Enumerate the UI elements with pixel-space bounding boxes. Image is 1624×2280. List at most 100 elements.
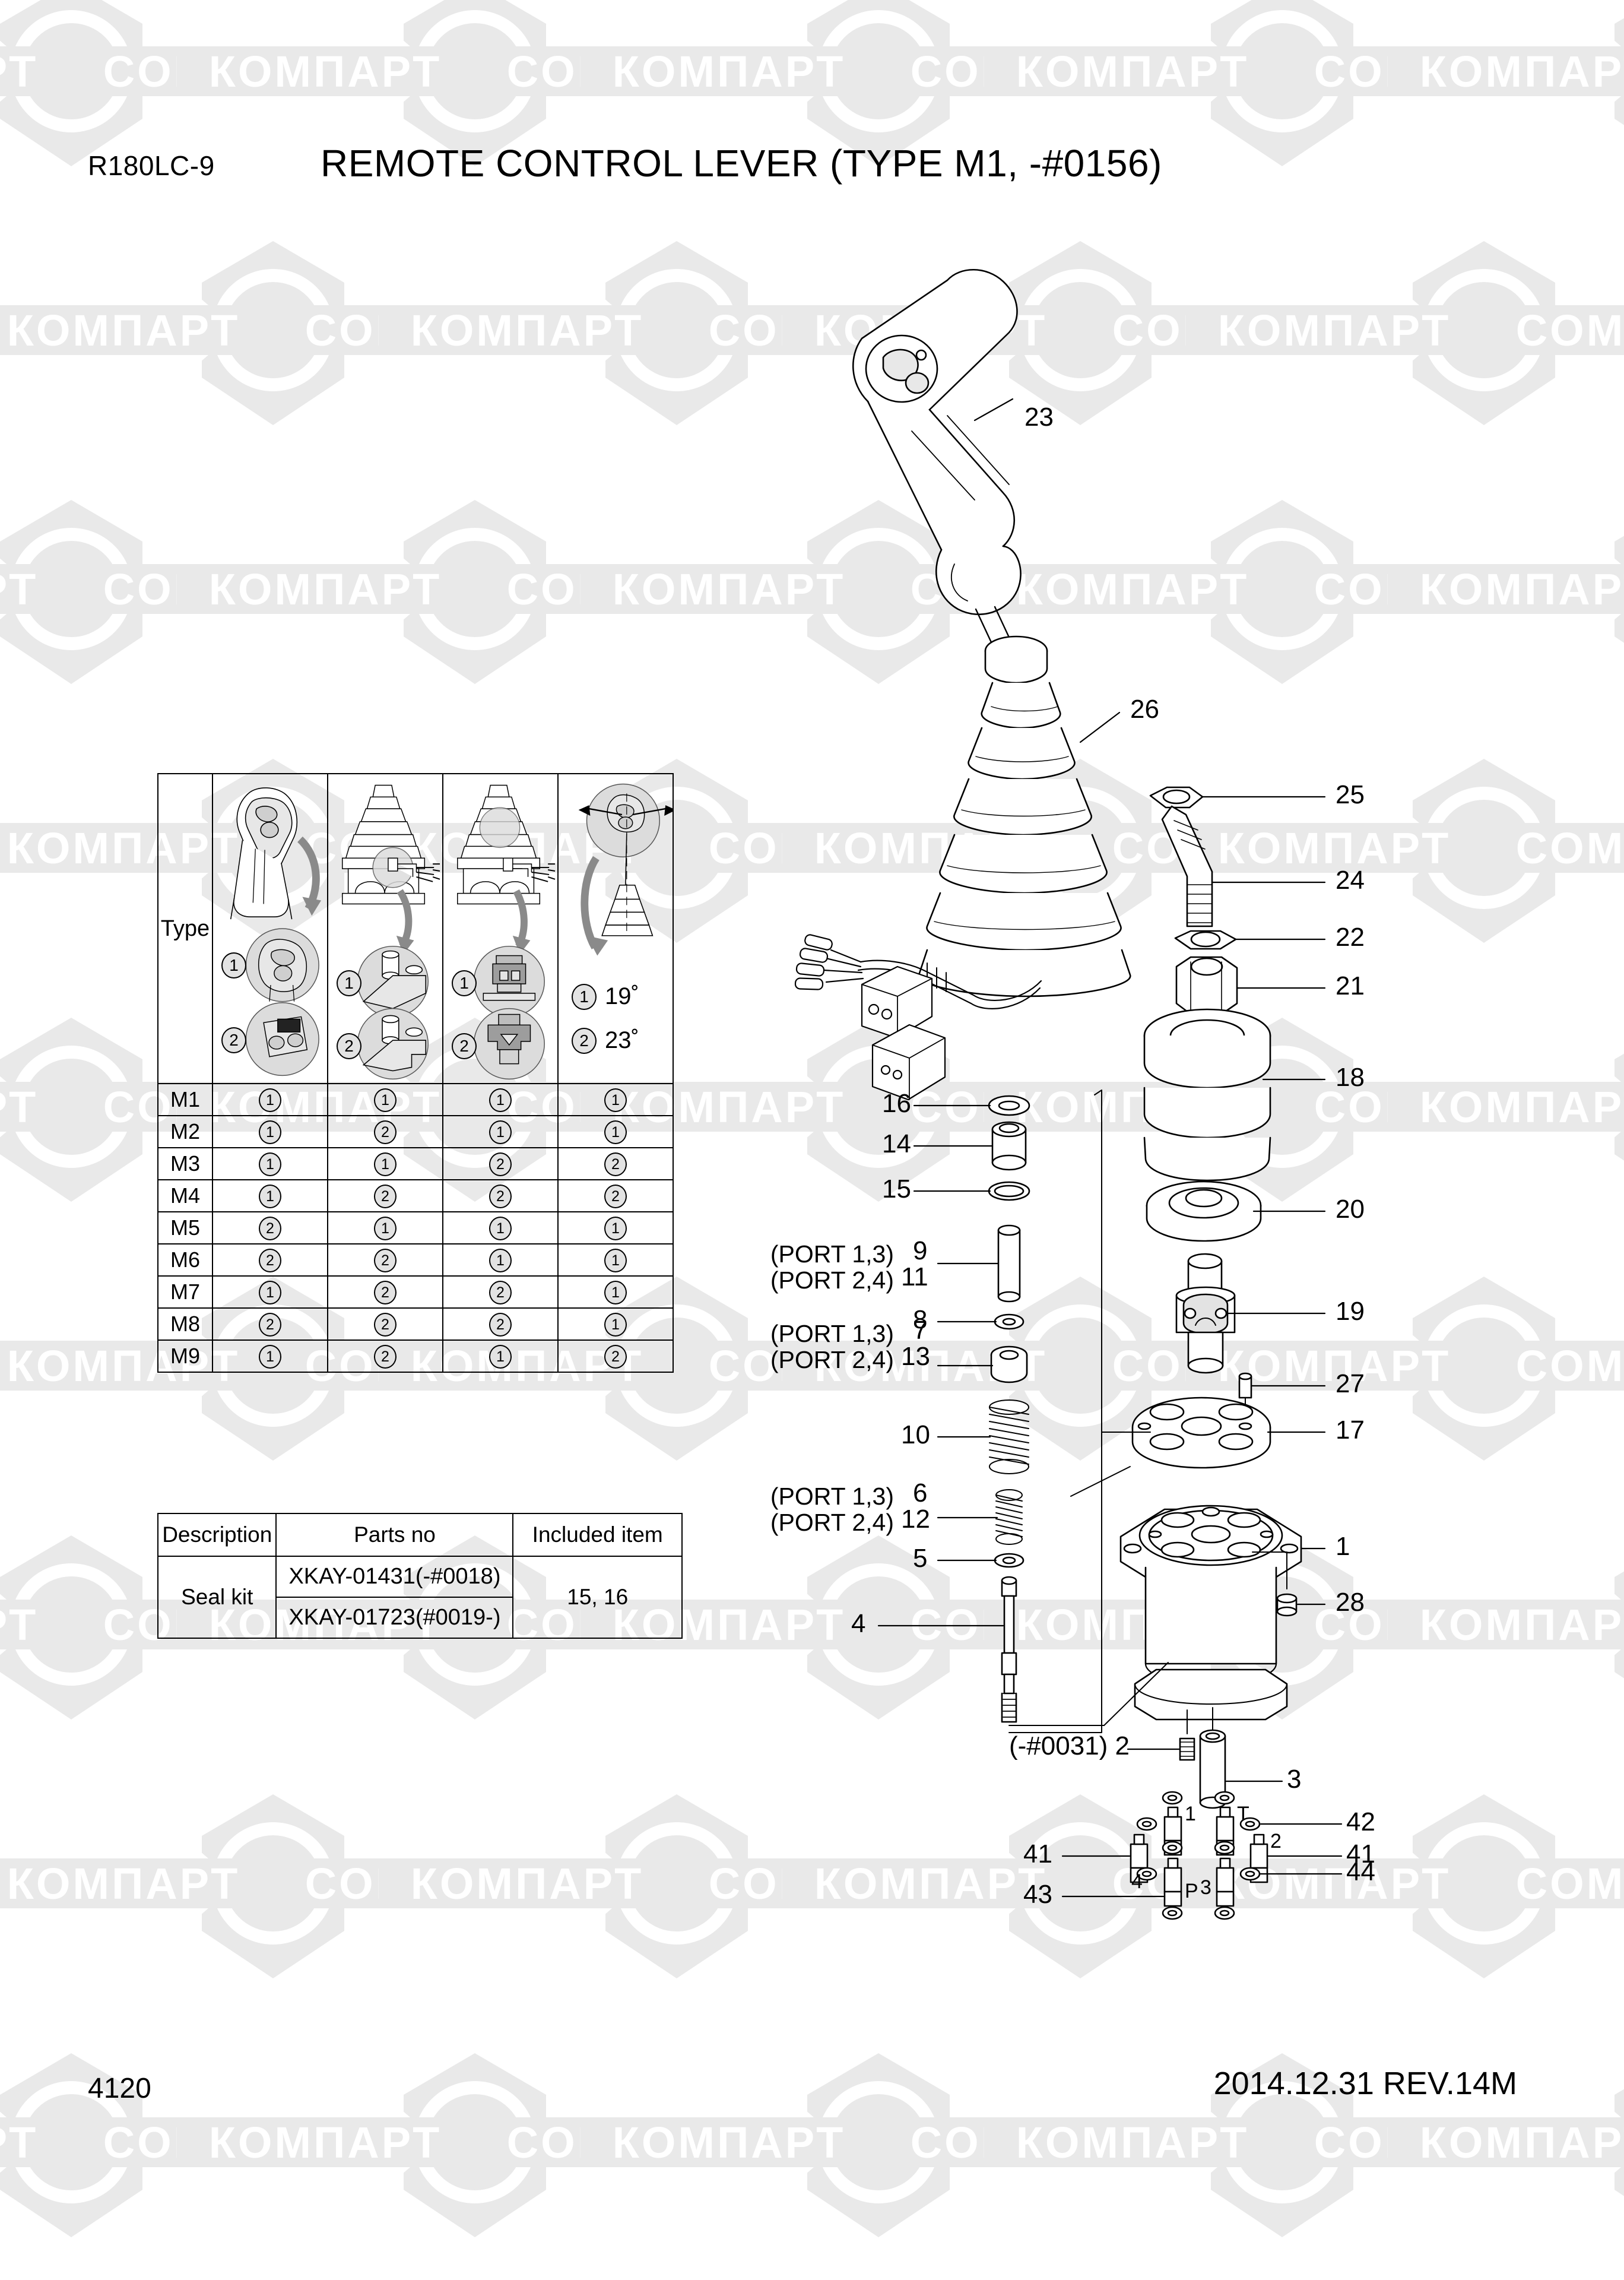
seal-kit-row-1: Seal kit XKAY-01431(-#0018) 15, 16 (157, 1556, 683, 1639)
type-row-label: M5 (157, 1211, 213, 1244)
part-20-plate (1146, 1180, 1262, 1242)
header-cell-boot-1: 1 2 (327, 773, 443, 1084)
type-cell: 2 (557, 1179, 674, 1212)
cell-parts-no-2: XKAY-01723(#0019-) (275, 1597, 514, 1639)
callout-27: 27 (1336, 1369, 1365, 1398)
port-label-24-b: (PORT 2,4) (770, 1346, 894, 1373)
port-label-13-b: (PORT 1,3) (770, 1320, 894, 1347)
parts-16-14-15 (988, 1095, 1030, 1201)
callout-23: 23 (1024, 403, 1054, 432)
type-row-label: M6 (157, 1243, 213, 1277)
option-badge: 1 (489, 1249, 512, 1272)
callout-25: 25 (1336, 780, 1365, 809)
option-badge: 1 (489, 1345, 512, 1369)
parts-6-12-spring-small (995, 1489, 1023, 1545)
type-cell: 1 (327, 1083, 443, 1116)
angle-row-1: 1 19˚ (572, 983, 639, 1010)
type-cell: 2 (442, 1179, 559, 1212)
part-22-hex-nut-thin (1174, 930, 1237, 950)
callout-22: 22 (1336, 923, 1365, 952)
port-mark-P: P (1185, 1880, 1198, 1902)
type-cell: 2 (327, 1340, 443, 1373)
col-header-parts-no: Parts no (275, 1513, 514, 1557)
part-5-washer (994, 1553, 1024, 1568)
option-badge: 2 (489, 1313, 512, 1337)
page-title: REMOTE CONTROL LEVER (TYPE M1, -#0156) (321, 142, 1162, 185)
type-cell: 2 (327, 1179, 443, 1212)
callout-17: 17 (1336, 1416, 1365, 1445)
part-23-lever-handle (852, 269, 1022, 646)
angle-row-2: 2 23˚ (572, 1027, 639, 1054)
port-label-13-c: (PORT 1,3) (770, 1483, 894, 1510)
callout-18: 18 (1336, 1063, 1365, 1092)
port-label-24-c: (PORT 2,4) (770, 1509, 894, 1536)
option-badge: 1 (604, 1120, 627, 1144)
callout-1: 1 (1336, 1532, 1350, 1561)
option-badge: 2 (374, 1120, 397, 1144)
cell-parts-no-1: XKAY-01431(-#0018) (275, 1556, 514, 1598)
type-cell: 2 (442, 1147, 559, 1180)
option-badge: 1 (259, 1281, 281, 1304)
option-badge: 1 (604, 1313, 627, 1337)
option-badge: 2 (374, 1249, 397, 1272)
type-cell: 1 (557, 1083, 674, 1116)
type-cell: 1 (212, 1083, 328, 1116)
callout-44: 44 (1346, 1857, 1375, 1886)
type-cell: 2 (327, 1115, 443, 1148)
type-cell: 2 (442, 1275, 559, 1309)
option-badge-2: 2 (572, 1027, 597, 1054)
callout-41-left: 41 (1023, 1839, 1052, 1869)
port-mark-T: T (1237, 1803, 1249, 1825)
option-badge: 1 (259, 1345, 281, 1369)
option-badge: 2 (604, 1345, 627, 1369)
callout-24: 24 (1336, 866, 1365, 895)
part-24-bent-rod (1161, 805, 1213, 927)
revision-date: 2014.12.31 REV.14M (1213, 2066, 1517, 2101)
type-cell: 1 (442, 1211, 559, 1244)
callout-28: 28 (1336, 1588, 1365, 1617)
model-code: R180LC-9 (88, 150, 215, 181)
type-cell: 2 (212, 1307, 328, 1341)
type-cell: 1 (442, 1115, 559, 1148)
option-badge: 1 (374, 1152, 397, 1176)
option-badge: 1 (259, 1088, 281, 1112)
option-badge-2: 2 (452, 1033, 477, 1059)
callout-5: 5 (913, 1544, 928, 1573)
option-badge: 2 (604, 1185, 627, 1208)
type-row-label: M7 (157, 1275, 213, 1309)
option-badge: 1 (489, 1120, 512, 1144)
callout-4: 4 (851, 1609, 866, 1638)
option-badge: 1 (374, 1088, 397, 1112)
port-label-13-a: (PORT 1,3) (770, 1240, 894, 1268)
port-mark-1: 1 (1185, 1803, 1196, 1825)
port-mark-3: 3 (1200, 1876, 1211, 1899)
callout-26: 26 (1130, 695, 1159, 724)
option-badge: 1 (604, 1088, 627, 1112)
cell-description: Seal kit (157, 1556, 277, 1639)
option-badge: 2 (489, 1185, 512, 1208)
type-cell: 1 (442, 1243, 559, 1277)
parts-9-11-push-rod (997, 1224, 1021, 1303)
part-19-universal-joint (1175, 1253, 1236, 1374)
angle-value-1: 19˚ (605, 983, 639, 1009)
option-badge-1: 1 (452, 970, 477, 996)
callout-9: 9 (913, 1236, 928, 1265)
type-cell: 1 (212, 1275, 328, 1309)
option-badge: 1 (489, 1088, 512, 1112)
type-cell: 1 (212, 1115, 328, 1148)
part-4-shaft (1001, 1576, 1017, 1723)
callout-6: 6 (913, 1478, 928, 1508)
type-row-label: M2 (157, 1115, 213, 1148)
callout-7: 7 (913, 1316, 928, 1345)
option-badge: 2 (374, 1185, 397, 1208)
type-row-label: M4 (157, 1179, 213, 1212)
part-8-washer (994, 1313, 1024, 1330)
callout-10: 10 (901, 1420, 930, 1449)
callout-14: 14 (882, 1129, 911, 1158)
part-17-port-plate (1131, 1396, 1271, 1469)
type-cell: 1 (212, 1340, 328, 1373)
type-matrix-table: Type (157, 773, 674, 1373)
